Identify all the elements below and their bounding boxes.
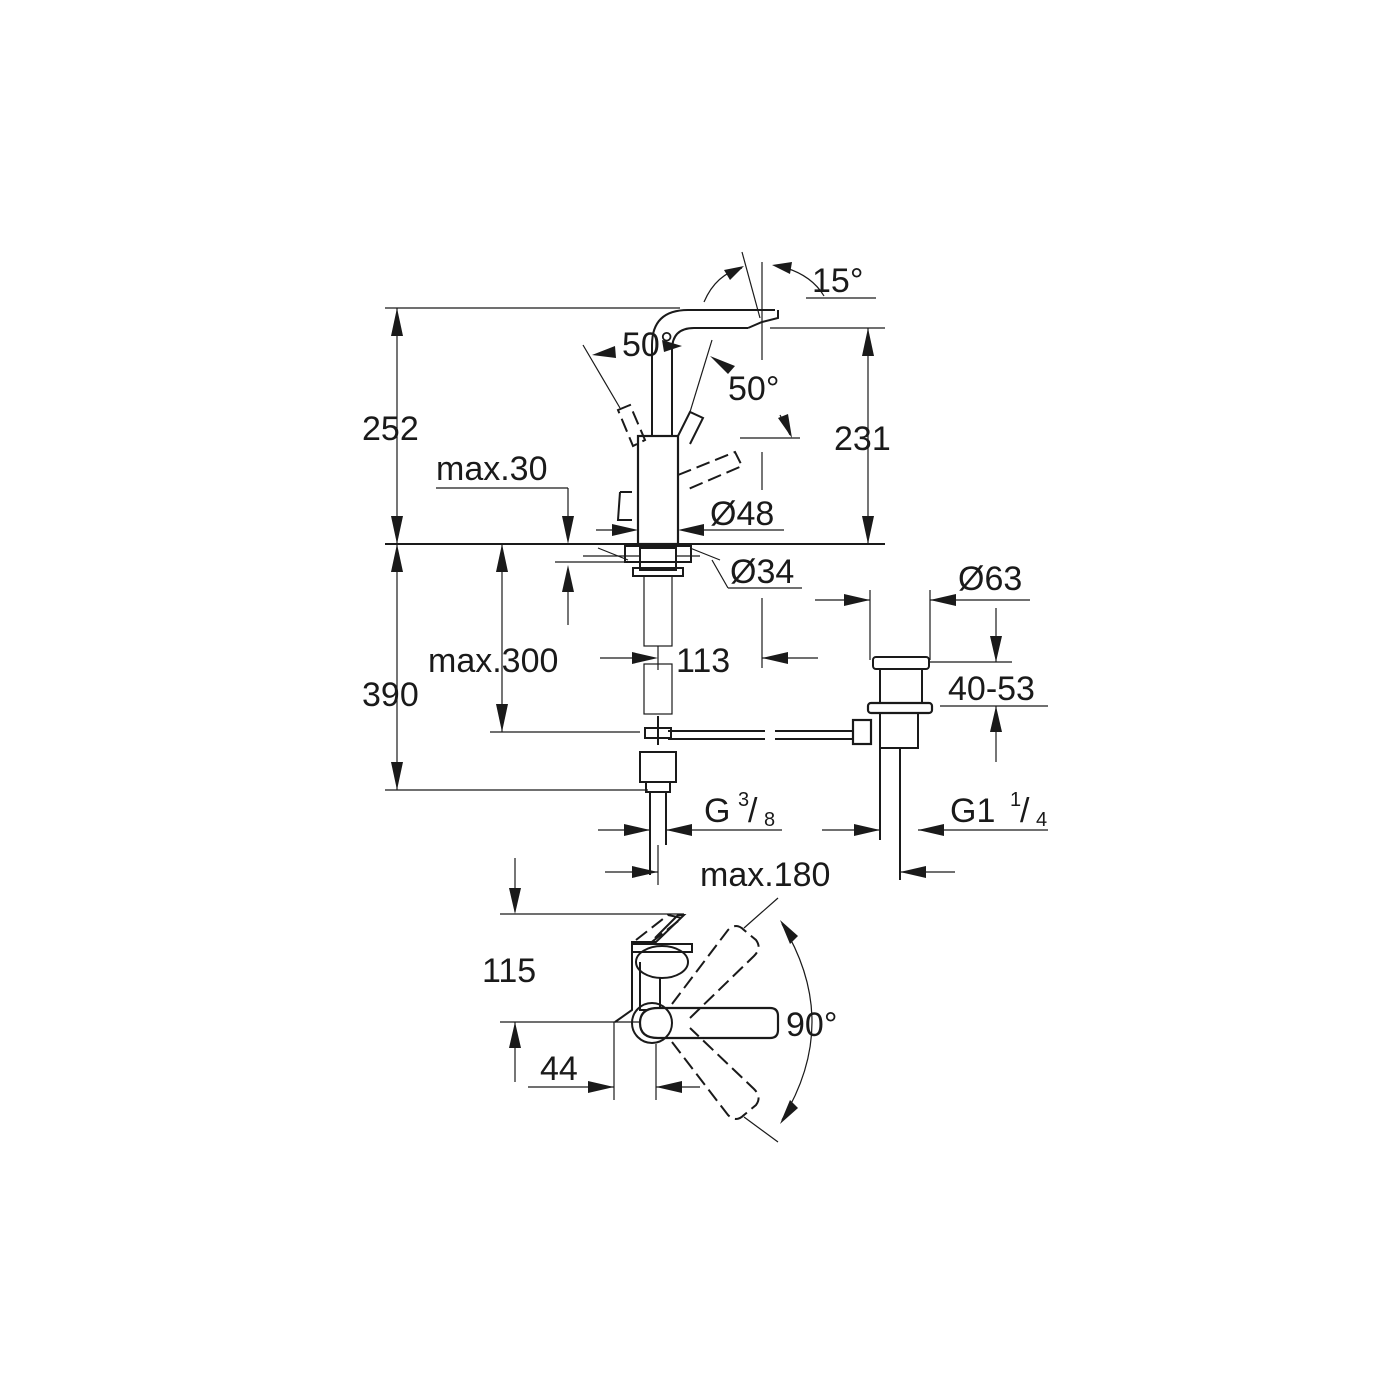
label-thread-inlet-slash: / bbox=[748, 792, 758, 830]
label-max-center-distance: max.180 bbox=[700, 856, 830, 894]
plan-lever bbox=[638, 1006, 780, 1040]
label-thread-inlet-den: 8 bbox=[764, 809, 775, 831]
label-thread-waste-den: 4 bbox=[1036, 809, 1047, 831]
angle-valve bbox=[639, 751, 677, 783]
label-diameter-body: Ø48 bbox=[710, 495, 774, 533]
label-max-hose: max.300 bbox=[428, 642, 558, 680]
valve-base bbox=[645, 781, 671, 793]
spout-tip bbox=[747, 310, 779, 329]
waste-rod-nut bbox=[851, 718, 873, 746]
plan-head bbox=[631, 943, 693, 953]
label-angle-lever-a: 50° bbox=[622, 326, 673, 364]
hose-lower bbox=[643, 663, 673, 715]
faucet-plan-view bbox=[614, 913, 780, 1120]
label-plan-offset: 44 bbox=[540, 1050, 578, 1088]
plan-spout bbox=[614, 914, 687, 1023]
label-max-deck: max.30 bbox=[436, 450, 548, 488]
side-hook bbox=[616, 491, 632, 521]
spout-outer bbox=[651, 309, 775, 436]
label-spout-offset: 113 bbox=[676, 642, 730, 680]
shank-top bbox=[639, 547, 677, 571]
faucet-body bbox=[636, 434, 680, 546]
spout-inner bbox=[671, 327, 748, 436]
label-lever-swing: 90° bbox=[786, 1006, 837, 1044]
waste-flange bbox=[872, 656, 930, 670]
label-thread-inlet-num: 3 bbox=[738, 789, 749, 811]
label-depth-below-deck: 390 bbox=[362, 676, 419, 714]
label-thread-waste-num: 1 bbox=[1010, 789, 1021, 811]
label-thread-waste: G1 bbox=[950, 792, 995, 830]
label-height-spout: 231 bbox=[834, 420, 891, 458]
mounting-nut bbox=[624, 545, 692, 563]
label-angle-lever-b: 50° bbox=[728, 370, 779, 408]
plan-spout-alt bbox=[635, 913, 685, 946]
label-thread-inlet: G bbox=[704, 792, 730, 830]
label-diameter-shank: Ø34 bbox=[730, 553, 794, 591]
waste-body bbox=[879, 669, 923, 705]
label-height-total: 252 bbox=[362, 410, 419, 448]
label-plan-depth: 115 bbox=[482, 952, 536, 990]
label-angle-spout: 15° bbox=[812, 262, 863, 300]
label-waste-range: 40-53 bbox=[948, 670, 1035, 708]
plan-dimension-lines bbox=[500, 858, 813, 1143]
faucet-side-view bbox=[385, 309, 885, 875]
label-diameter-waste: Ø63 bbox=[958, 560, 1022, 598]
hose-nut bbox=[644, 727, 672, 739]
lever-position-left bbox=[616, 403, 647, 448]
lever-position-down bbox=[677, 450, 744, 491]
plan-lever-down bbox=[671, 1027, 760, 1120]
waste-lower bbox=[879, 713, 919, 749]
dimension-lines bbox=[385, 251, 1048, 885]
plan-lever-up bbox=[671, 925, 760, 1019]
plan-lever-pivot bbox=[631, 1002, 673, 1044]
hose-upper bbox=[643, 575, 673, 647]
waste-locknut bbox=[866, 701, 934, 715]
waste-assembly bbox=[851, 656, 934, 880]
label-thread-waste-slash: / bbox=[1020, 792, 1030, 830]
lever-handle bbox=[677, 410, 705, 445]
plan-cartridge bbox=[635, 945, 689, 979]
dimension-labels: 15° 50° 50° 252 231 max.30 Ø48 Ø34 Ø63 m… bbox=[362, 262, 1047, 1088]
